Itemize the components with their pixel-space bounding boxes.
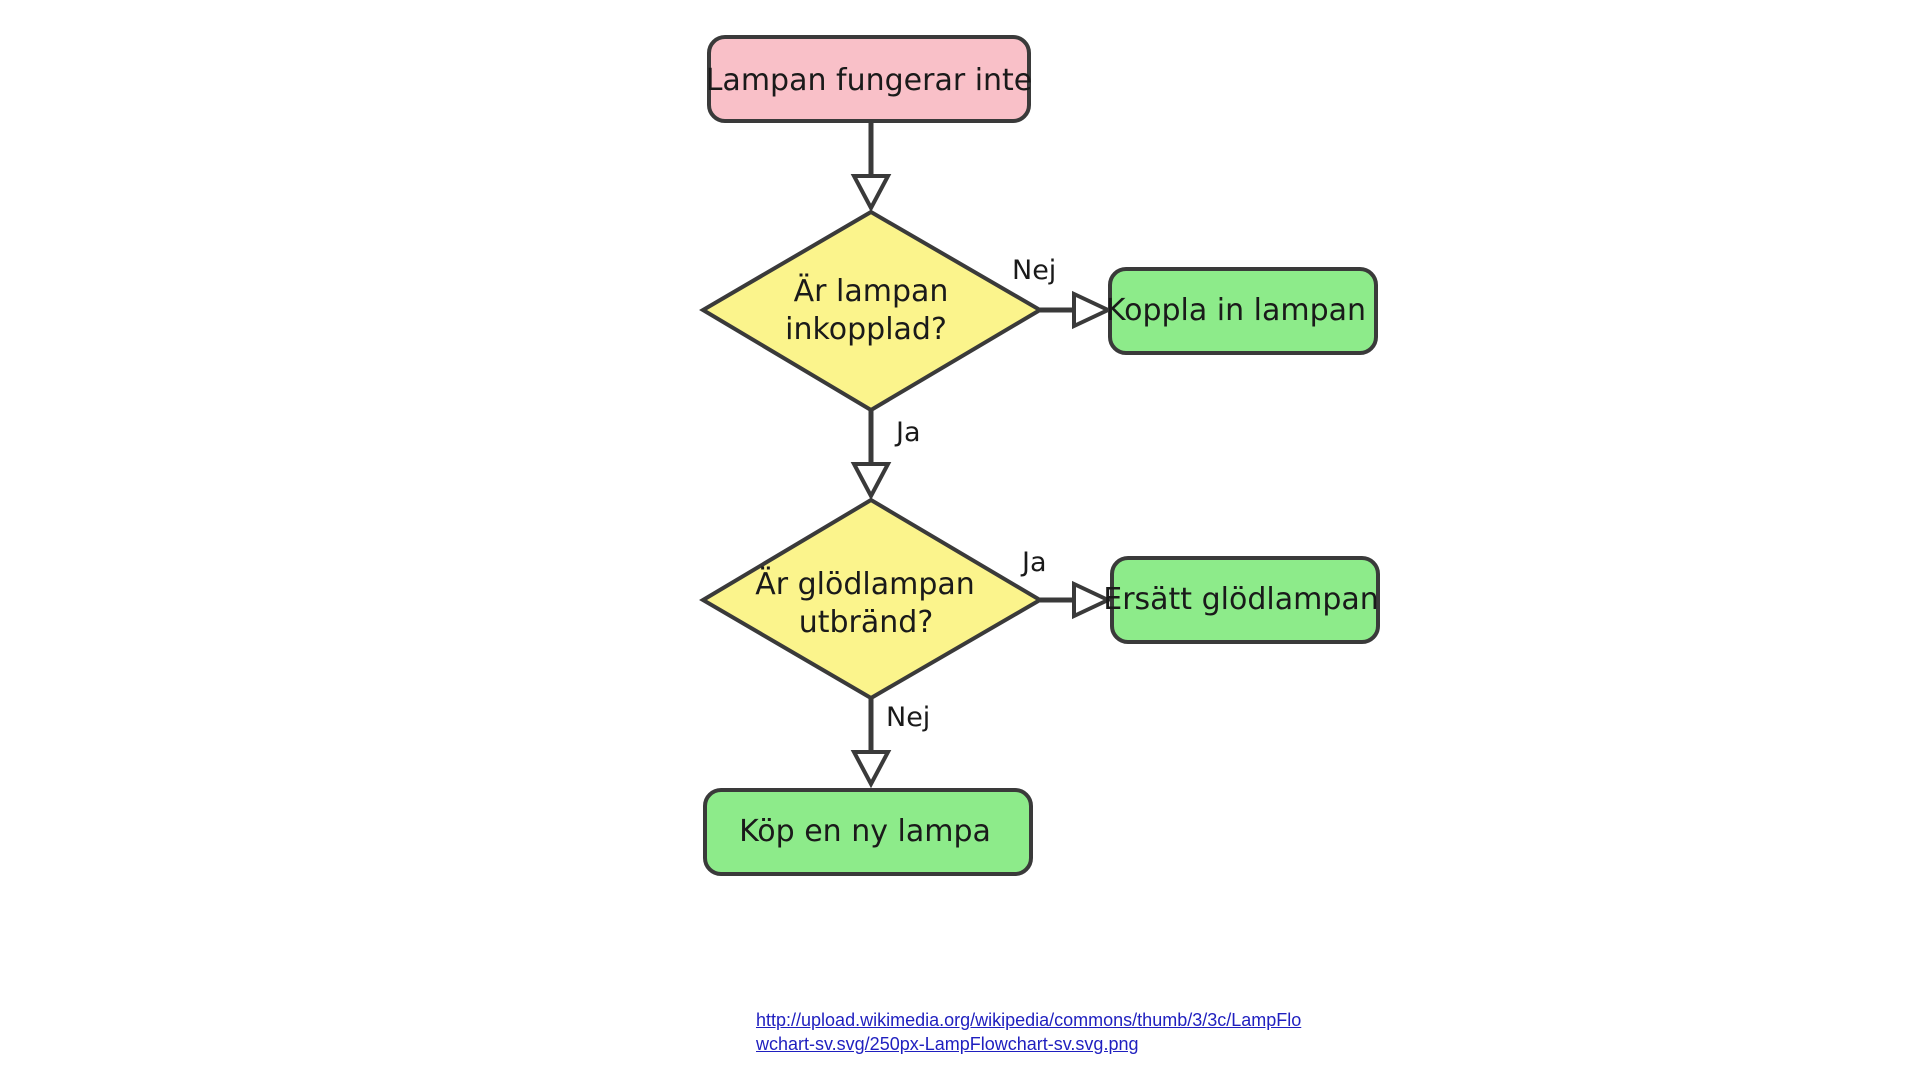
decision2-label-line1: Är glödlampan [755, 566, 975, 602]
action-node-plug-in [1108, 267, 1378, 355]
edge-label-decision2-no: Nej [886, 702, 930, 733]
edge-label-decision2-yes: Ja [1020, 547, 1047, 578]
arrowhead-down [850, 750, 892, 789]
arrowhead-right [1072, 580, 1113, 620]
decision-node-burned-out [699, 497, 1044, 701]
action-node-replace-bulb [1110, 556, 1380, 644]
action2-label: Ersätt glödlampan [1103, 582, 1379, 617]
arrowhead-down [850, 462, 892, 501]
edge-label-decision1-no: Nej [1012, 255, 1056, 286]
decision1-label-line2: inkopplad? [785, 312, 947, 347]
arrowhead-right [1072, 290, 1113, 330]
action1-label: Koppla in lampan [1106, 293, 1366, 328]
action3-label: Köp en ny lampa [739, 814, 991, 849]
source-url-line1[interactable]: http://upload.wikimedia.org/wikipedia/co… [756, 1010, 1302, 1030]
action-node-buy-lamp [703, 788, 1033, 876]
start-node-label: Lampan fungerar inte [706, 63, 1033, 98]
source-url-line2[interactable]: wchart-sv.svg/250px-LampFlowchart-sv.svg… [756, 1034, 1139, 1054]
source-url-link[interactable]: http://upload.wikimedia.org/wikipedia/co… [756, 1008, 1396, 1056]
decision1-label-line1: Är lampan [794, 273, 949, 309]
decision2-label-line2: utbränd? [799, 605, 934, 640]
edge-label-decision1-yes: Ja [894, 417, 921, 448]
decision-node-plugged-in [699, 209, 1044, 413]
arrowhead-down [850, 174, 892, 213]
connectors [868, 121, 1074, 752]
start-node [707, 35, 1031, 123]
